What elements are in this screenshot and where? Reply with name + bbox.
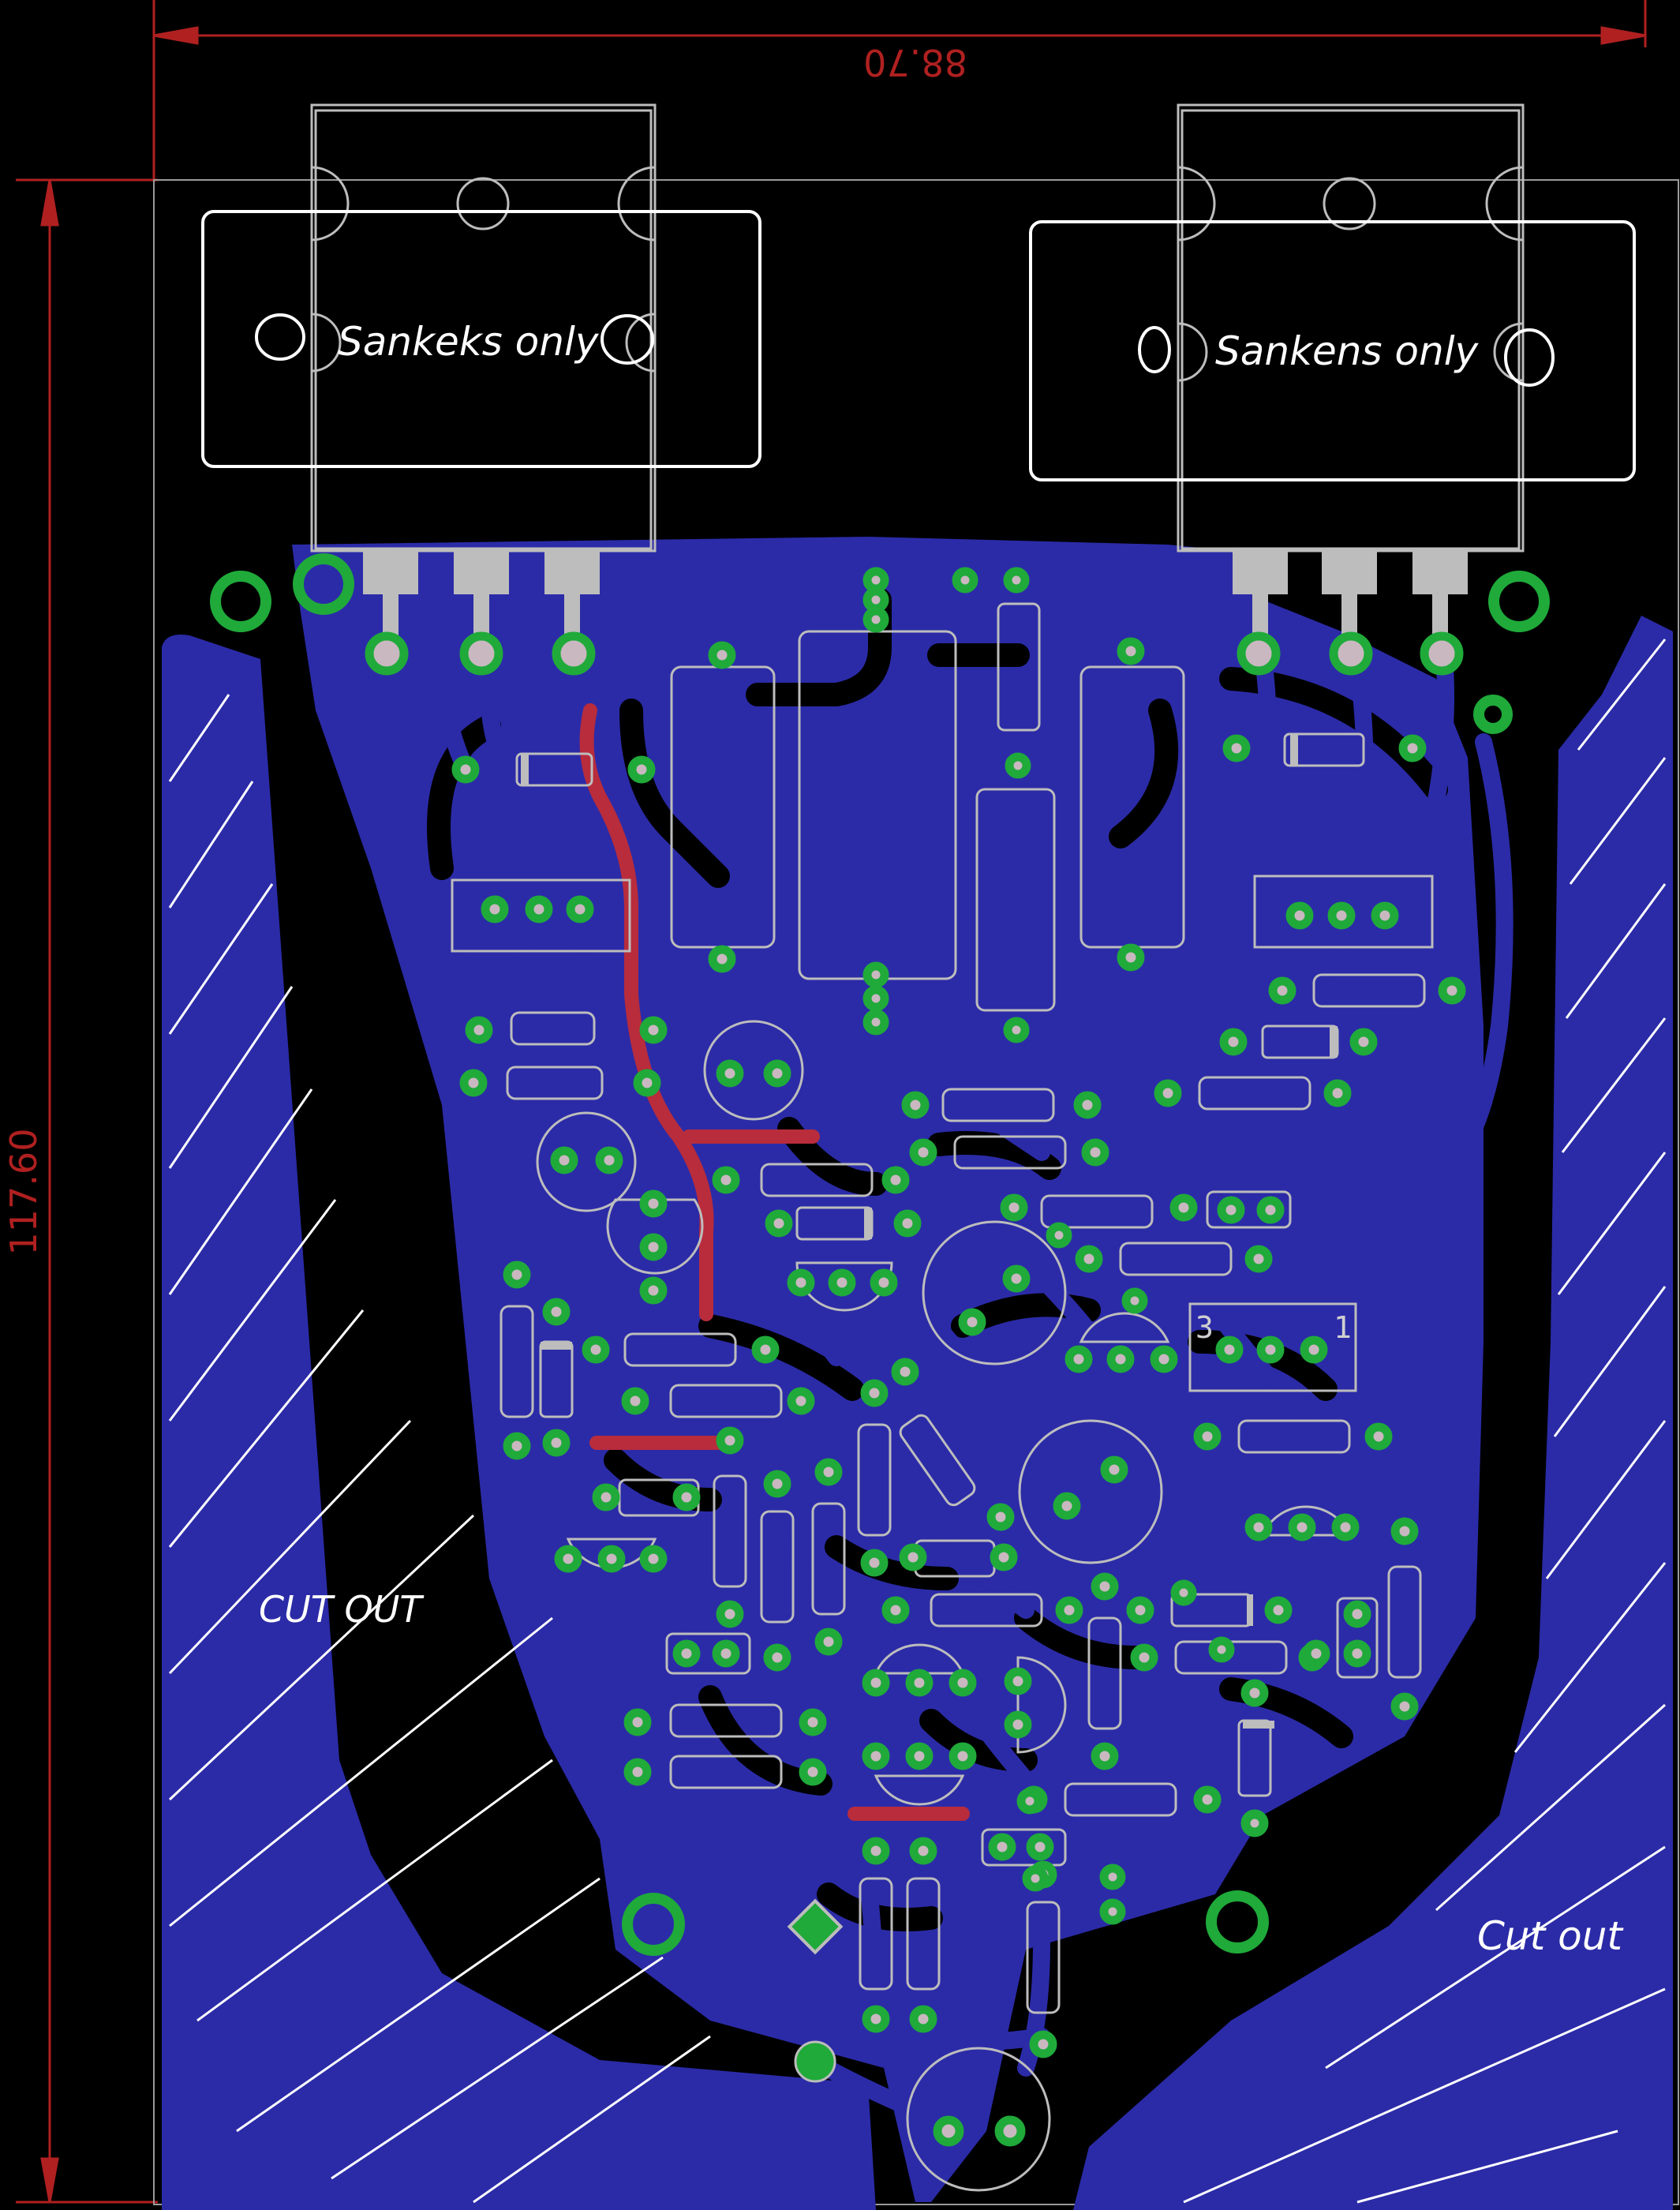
power-transistor-left	[310, 103, 657, 552]
cutout-hatching	[168, 639, 1667, 2204]
dimension-height-label: 117.60	[2, 1129, 45, 1256]
transistor-leads	[363, 551, 1468, 639]
mounting-hole-marker	[255, 313, 305, 361]
board-outline	[153, 179, 1679, 2205]
heatsink-note-right: Sankens only	[1215, 328, 1480, 374]
heatsink-note-box-right	[1029, 220, 1636, 481]
right-cutout-label: Cut out	[1477, 1913, 1624, 1959]
dimension-lines	[16, 0, 1647, 2204]
left-cutout-label: CUT OUT	[259, 1588, 425, 1631]
heatsink-note-box-left	[201, 210, 761, 468]
mounting-hole-marker	[1504, 328, 1555, 387]
component-pads	[365, 567, 1466, 2147]
copper-traces-top	[579, 703, 970, 1821]
square-pad	[787, 1898, 844, 1955]
dimension-width-label: 88.70	[863, 41, 967, 84]
mounting-holes	[210, 553, 1550, 1956]
mounting-hole-marker	[1138, 326, 1171, 373]
heatsink-note-left: Sankeks only	[338, 319, 600, 365]
trimmer-pin-1-label: 1	[1334, 1310, 1352, 1345]
square-pad	[794, 2040, 836, 2083]
mounting-hole-marker	[601, 314, 654, 365]
trimmer-pin-3-label: 3	[1195, 1310, 1214, 1345]
diode-bands	[521, 734, 1338, 1729]
